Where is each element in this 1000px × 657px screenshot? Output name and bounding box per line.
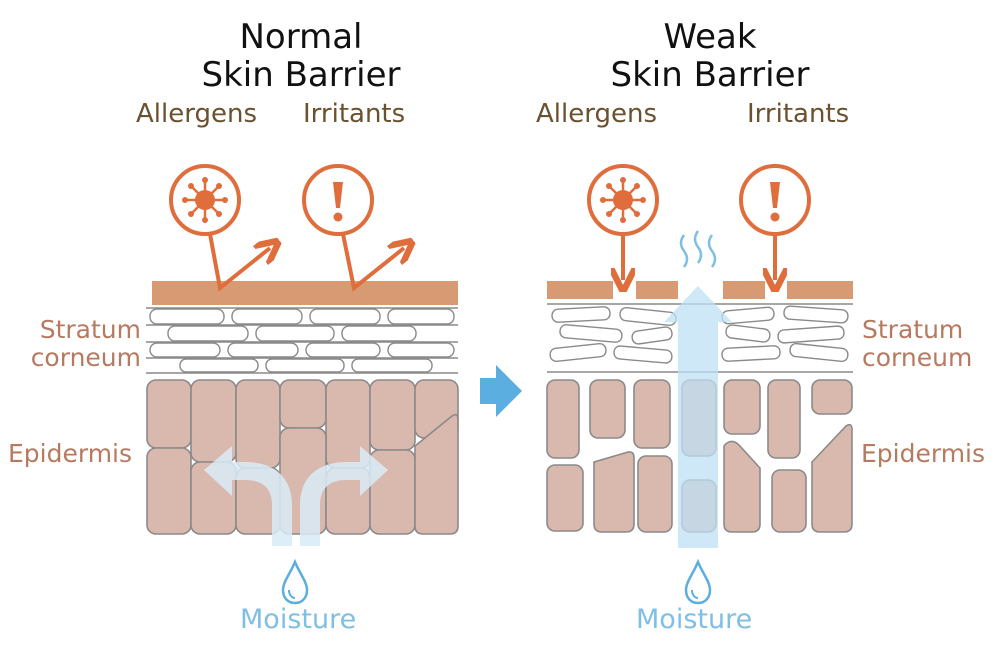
left-epidermis-label: Epidermis	[8, 439, 133, 468]
right-stratum-corneum-label: Stratum corneum	[862, 316, 972, 372]
left-title: Normal Skin Barrier	[186, 18, 416, 94]
right-allergens-label: Allergens	[536, 99, 657, 129]
allergen-virus-icon	[587, 164, 659, 280]
right-epidermis-label: Epidermis	[861, 439, 986, 468]
right-stratum-label-line2: corneum	[862, 343, 973, 372]
left-stratum-label-line1: Stratum	[39, 315, 141, 344]
left-moisture-label: Moisture	[240, 604, 357, 635]
left-barrier-layer	[152, 281, 458, 305]
right-moisture-label: Moisture	[636, 604, 753, 635]
right-irritants-label: Irritants	[747, 99, 850, 129]
right-title: Weak Skin Barrier	[590, 18, 830, 94]
allergen-virus-icon	[169, 164, 270, 292]
right-stratum-label-line1: Stratum	[862, 315, 964, 344]
right-barrier-layer	[547, 281, 853, 299]
left-moisture-arrows	[204, 446, 388, 546]
left-allergens-label: Allergens	[136, 99, 257, 129]
left-title-line1: Normal	[239, 17, 363, 57]
left-panel-art	[146, 164, 459, 605]
left-stratum-label-line2: corneum	[30, 343, 141, 372]
right-stratum-corneum	[547, 303, 853, 373]
right-moisture-arrow	[664, 286, 732, 548]
left-title-line2: Skin Barrier	[201, 55, 401, 95]
right-panel-art	[546, 164, 853, 605]
heat-wave-icon	[679, 230, 717, 268]
right-arrow-icon	[480, 365, 522, 417]
water-drop-icon	[281, 558, 309, 605]
left-stratum-corneum-label: Stratum corneum	[14, 316, 141, 372]
left-irritants-label: Irritants	[303, 99, 406, 129]
right-title-line1: Weak	[663, 17, 757, 57]
water-drop-icon	[684, 558, 712, 605]
left-stratum-corneum	[146, 307, 458, 374]
right-title-line2: Skin Barrier	[610, 55, 810, 95]
irritant-exclamation-icon	[302, 164, 404, 292]
left-epidermis-cells	[146, 379, 459, 535]
right-epidermis-cells	[546, 379, 853, 533]
irritant-exclamation-icon	[739, 164, 811, 280]
